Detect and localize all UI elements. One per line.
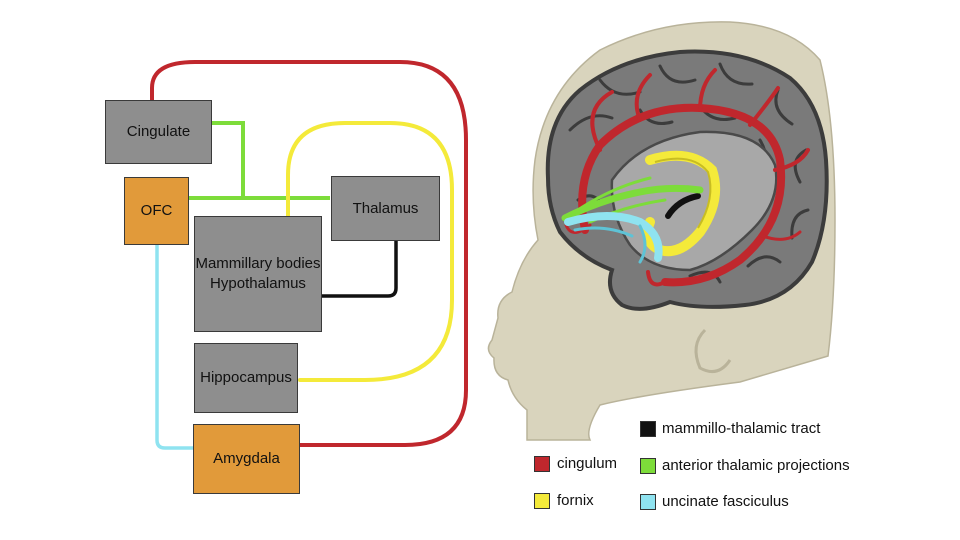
legend-swatch-anterior-thalamic [640,458,656,474]
cingulum-tract [564,68,810,287]
node-cingulate: Cingulate [105,100,212,164]
node-hippocampus-label: Hippocampus [200,369,292,386]
legend-label-cingulum: cingulum [557,455,618,472]
mammillo-thalamic-tract [665,193,701,219]
legend-swatch-cingulum [534,456,550,472]
node-thalamus: Thalamus [331,176,440,241]
node-ofc: OFC [124,177,189,245]
uncinate-tract [564,212,663,264]
anterior-thalamic-connection [188,121,330,200]
node-ofc-label: OFC [140,202,173,219]
ear-shape [694,328,732,374]
fornix-tract-inner [654,157,712,229]
legend-swatch-mammillo-thalamic [640,421,656,437]
node-mammillary-hypothalamus: Mammillary bodies Hypothalamus [194,216,322,332]
legend-swatch-fornix [534,493,550,509]
legend-label-anterior-thalamic: anterior thalamic projections [662,457,850,474]
legend-label-mammillo-thalamic: mammillo-thalamic tract [662,420,821,437]
legend-label-fornix: fornix [557,492,594,509]
node-hippocampus: Hippocampus [194,343,298,413]
legend-swatch-uncinate [640,494,656,510]
cingulum-connection [150,60,468,447]
fornix-connection [286,121,454,382]
node-mammillary-label: Mammillary bodies [195,255,321,272]
uncinate-connection [155,245,193,450]
node-cingulate-label: Cingulate [126,123,191,140]
fornix-tract [642,150,721,257]
legend-label-uncinate: uncinate fasciculus [662,493,789,510]
node-thalamus-label: Thalamus [352,199,419,217]
mammillo-thalamic-connection [322,241,398,298]
node-hypothalamus-label: Hypothalamus [210,275,306,292]
node-amygdala: Amygdala [193,424,300,494]
node-amygdala-label: Amygdala [213,450,280,467]
